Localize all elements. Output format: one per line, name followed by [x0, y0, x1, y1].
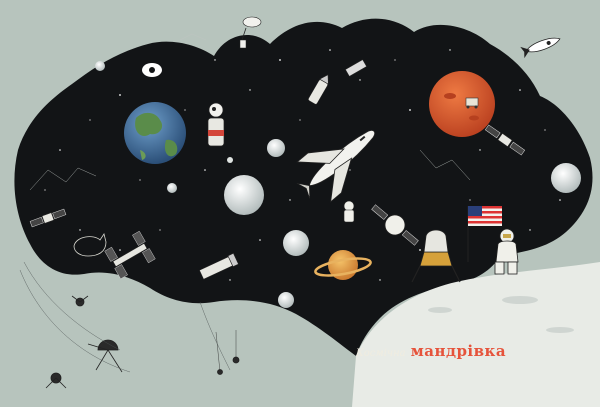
dog-icon	[73, 233, 107, 257]
mars-icon	[429, 71, 495, 137]
satellite-icon	[29, 124, 526, 246]
telescope-icon	[198, 252, 239, 280]
page-title: Космічна мандрівка	[356, 341, 596, 361]
orbit-lines	[19, 261, 231, 373]
space-shuttle-icon	[296, 130, 376, 203]
ufo-icon	[239, 16, 262, 49]
rocket-icon	[520, 37, 561, 59]
earth-icon	[124, 102, 186, 164]
constellation-icon	[29, 33, 471, 191]
capsule-icon	[207, 59, 368, 147]
astronaut-icon	[494, 228, 519, 275]
astronaut-icon	[343, 200, 355, 223]
probe-icon	[45, 295, 240, 389]
usa-flag-icon	[467, 206, 502, 262]
space-station-icon	[104, 230, 156, 280]
moon-icon	[95, 61, 581, 308]
galaxy-icon	[142, 63, 162, 77]
title-small: Космічна	[356, 348, 406, 359]
moon-surface	[352, 262, 600, 407]
lunar-lander-icon	[411, 229, 461, 283]
saturn-icon	[314, 250, 372, 280]
title-big: мандрівка	[410, 342, 507, 360]
